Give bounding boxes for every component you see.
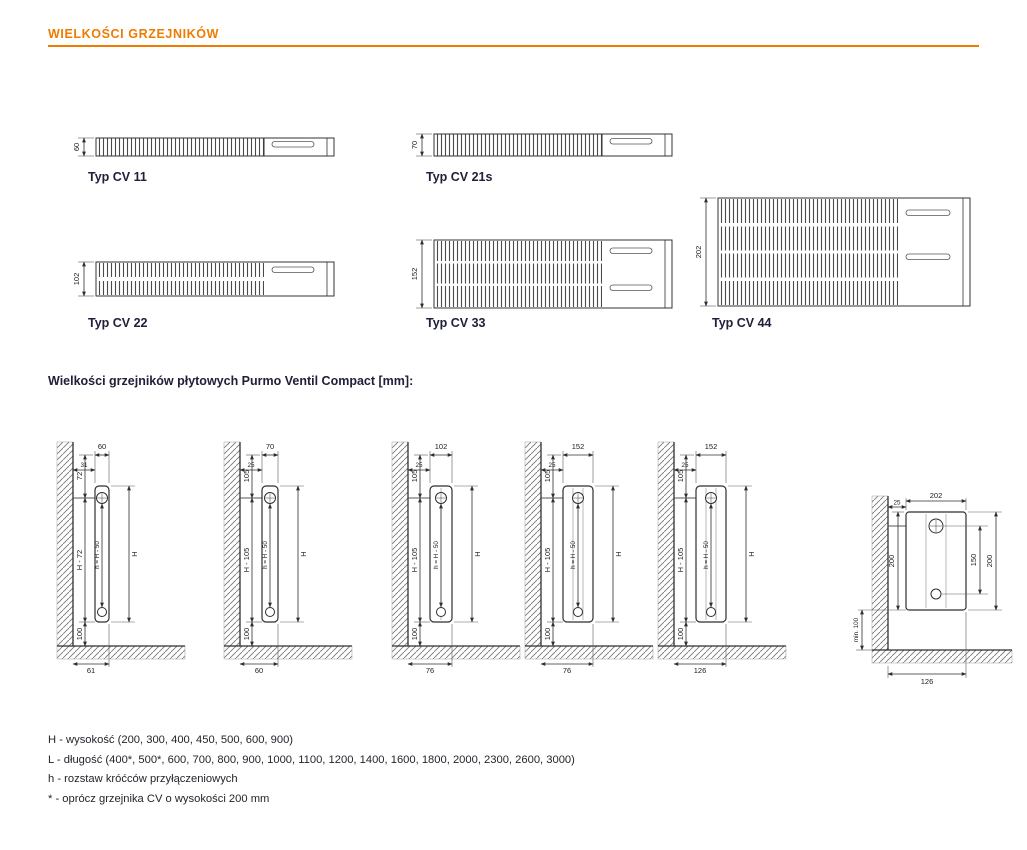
dim-wall-gap: 31 (80, 462, 88, 469)
dim-top-width: 70 (266, 442, 274, 451)
legend-line-length: L - długość (400*, 500*, 600, 700, 800, … (48, 753, 575, 766)
side-view-1: 60 31 72 H - 72 100 h = H - 50 H 61 (56, 441, 186, 675)
dim-upper-offset: 105 (676, 470, 685, 483)
dimension-lines (700, 197, 716, 307)
dim-bottom-depth: 60 (255, 666, 263, 675)
dim-left-height: 200 (887, 555, 896, 568)
dim-connection-span: h = H - 50 (703, 541, 710, 569)
dim-lower-span: H - 105 (242, 548, 251, 573)
dim-wall-gap: 25 (247, 462, 255, 469)
type-label-cv22: Typ CV 22 (88, 316, 148, 330)
dimension-lines (540, 451, 619, 667)
dimension-lines (239, 451, 304, 667)
dim-upper-offset: 72 (75, 472, 84, 480)
dim-wall-gap: 25 (548, 462, 556, 469)
side-view-4: 152 25 105 H - 105 100 h = H - 50 H 76 (524, 441, 654, 675)
dim-min-clearance: min. 100 (853, 617, 860, 642)
dim-total-height: H (614, 551, 623, 556)
dimension-lines (78, 137, 94, 157)
radiator-body (95, 261, 335, 297)
radiator-body (717, 197, 971, 307)
legend-line-connections: h - rozstaw króćców przyłączeniowych (48, 773, 238, 785)
dim-outer-height: 200 (985, 555, 994, 568)
dimension-lines (856, 498, 1002, 678)
header-rule (48, 45, 979, 47)
dim-top-width: 60 (98, 442, 106, 451)
dimension-lines (407, 451, 478, 667)
cv33-depth-dim: 152 (410, 268, 419, 281)
dim-lower-span: H - 105 (676, 548, 685, 573)
wall-and-floor (657, 441, 787, 660)
radiator-body (95, 137, 335, 157)
wall-and-floor (391, 441, 521, 660)
dim-connection-span: h = H - 50 (433, 541, 440, 569)
dim-total-height: H (747, 551, 756, 556)
type-label-cv33: Typ CV 33 (426, 316, 486, 330)
radiator-body (433, 239, 673, 309)
dim-total-height: H (130, 551, 139, 556)
dim-lower-span: H - 105 (410, 548, 419, 573)
type-label-cv44: Typ CV 44 (712, 316, 772, 330)
dim-upper-offset: 105 (543, 470, 552, 483)
dimension-lines (72, 451, 135, 667)
dimension-lines (416, 133, 432, 157)
dim-lower-span: H - 105 (543, 548, 552, 573)
corner-view: 202 25 200 min. 100 126 150 200 (853, 491, 1013, 686)
legend-line-footnote: * - oprócz grzejnika CV o wysokości 200 … (48, 792, 270, 805)
page-title: WIELKOŚCI GRZEJNIKÓW (48, 27, 220, 41)
dim-total-height: H (473, 551, 482, 556)
dim-inner-height: 150 (969, 554, 978, 567)
dim-wall-gap: 25 (893, 500, 901, 507)
dim-connection-span: h = H - 50 (570, 541, 577, 569)
dim-upper-offset: 105 (410, 470, 419, 483)
dim-upper-offset: 105 (242, 470, 251, 483)
dim-top-width: 102 (435, 442, 448, 451)
cv11-depth-dim: 60 (72, 143, 81, 151)
dim-floor-clearance: 100 (543, 628, 552, 641)
dim-wall-gap: 25 (681, 462, 689, 469)
dim-bottom-depth: 76 (426, 666, 434, 675)
dim-connection-span: h = H - 50 (94, 541, 101, 569)
dim-top-width: 152 (705, 442, 718, 451)
side-view-2: 70 25 105 H - 105 100 h = H - 50 H 60 (223, 441, 353, 675)
dim-bottom-depth: 76 (563, 666, 571, 675)
legend-line-height: H - wysokość (200, 300, 400, 450, 500, 6… (48, 734, 294, 746)
dim-top-width: 202 (930, 491, 943, 500)
dimension-lines (416, 239, 432, 309)
section-heading: Wielkości grzejników płytowych Purmo Ven… (48, 374, 414, 388)
wall-and-floor (223, 441, 353, 660)
wall-and-floor (524, 441, 654, 660)
dim-total-height: H (299, 551, 308, 556)
wall-and-floor (871, 495, 1013, 664)
cross-section-cv21s-drawing: 70 (410, 133, 673, 157)
cross-section-cv11-drawing: 60 (72, 137, 335, 157)
dimension-lines (78, 261, 94, 297)
dim-bottom-depth: 61 (87, 666, 95, 675)
radiator (888, 511, 967, 611)
type-label-cv11: Typ CV 11 (88, 170, 147, 184)
dimension-lines (673, 451, 752, 667)
wall-and-floor (56, 441, 186, 660)
dim-floor-clearance: 100 (410, 628, 419, 641)
type-label-cv21s: Typ CV 21s (426, 170, 493, 184)
dim-floor-clearance: 100 (75, 628, 84, 641)
dim-floor-clearance: 100 (676, 628, 685, 641)
dim-bottom-depth: 126 (921, 677, 934, 686)
cross-section-cv33-drawing: 152 (410, 239, 673, 309)
dim-floor-clearance: 100 (242, 628, 251, 641)
legend: H - wysokość (200, 300, 400, 450, 500, 6… (48, 731, 575, 809)
side-view-5: 152 25 105 H - 105 100 h = H - 50 H 126 (657, 441, 787, 675)
dim-lower-span: H - 72 (75, 550, 84, 570)
dim-top-width: 152 (572, 442, 585, 451)
cross-section-cv22-drawing: 102 (72, 261, 335, 297)
cv22-depth-dim: 102 (72, 273, 81, 286)
cv21s-depth-dim: 70 (410, 141, 419, 149)
cross-section-cv44-drawing: 202 (694, 197, 971, 307)
dim-bottom-depth: 126 (694, 666, 707, 675)
cv44-depth-dim: 202 (694, 246, 703, 259)
side-view-3: 102 25 105 H - 105 100 h = H - 50 H 76 (391, 441, 521, 675)
dim-wall-gap: 25 (415, 462, 423, 469)
radiator-body (433, 133, 673, 157)
dim-connection-span: h = H - 50 (262, 541, 269, 569)
